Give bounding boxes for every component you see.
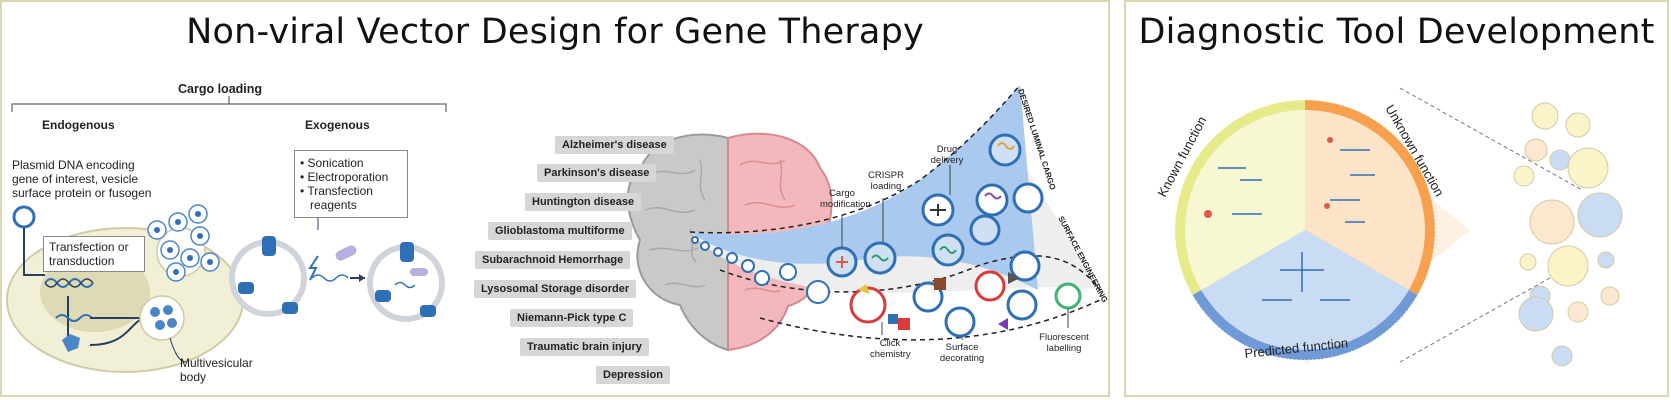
mvb-line-1: Multivesicular [180, 356, 253, 370]
method-transfection: • Transfection [300, 184, 373, 198]
plasmid-line-3: surface protein or fusogen [12, 186, 152, 200]
method-sonication: • Sonication [300, 156, 364, 170]
gene-therapy-title: Non-viral Vector Design for Gene Therapy [186, 12, 924, 52]
plasmid-line-1: Plasmid DNA encoding [12, 158, 135, 172]
transfection-line-2: transduction [49, 254, 115, 268]
cargo-loading-heading: Cargo loading [178, 82, 263, 96]
disease-label: Alzheimer's disease [555, 136, 674, 154]
methods-callout [294, 150, 408, 218]
disease-label: Subarachnoid Hemorrhage [475, 251, 631, 269]
mvb-line-2: body [180, 370, 207, 384]
disease-label: Parkinson's disease [537, 164, 657, 182]
disease-label: Huntington disease [525, 193, 642, 211]
disease-label: Traumatic brain injury [520, 338, 649, 356]
disease-label: Depression [596, 366, 670, 384]
method-reagents: reagents [310, 198, 357, 212]
endogenous-label: Endogenous [42, 118, 115, 132]
diagnostic-title: Diagnostic Tool Development [1138, 12, 1655, 52]
plasmid-line-2: gene of interest, vesicle [12, 172, 139, 186]
disease-label: Glioblastoma multiforme [488, 222, 632, 240]
method-electroporation: • Electroporation [300, 170, 389, 184]
transfection-line-1: Transfection or [49, 240, 129, 254]
transfection-callout [43, 236, 145, 272]
disease-label: Lysosomal Storage disorder [474, 280, 637, 298]
exogenous-label: Exogenous [305, 118, 370, 132]
disease-label: Niemann-Pick type C [510, 309, 634, 327]
